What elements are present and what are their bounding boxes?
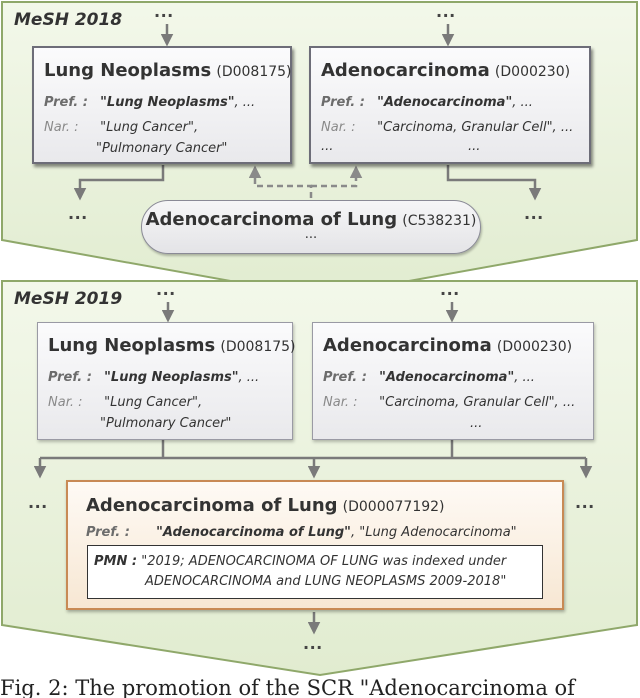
incoming-dots-2019-left: ...	[156, 280, 176, 299]
pref-value-rest: , ...	[512, 95, 533, 110]
outgoing-dots-2019-left: ...	[28, 493, 48, 512]
nar-row: Nar. : "Lung Cancer",	[48, 395, 202, 410]
nar-value-line2: "Pulmonary Cancer"	[100, 416, 232, 431]
descriptor-code: (D008175)	[220, 339, 296, 355]
descriptor-box-adenocarcinoma-2018: Adenocarcinoma (D000230) Pref. : "Adenoc…	[309, 46, 591, 164]
pref-row: Pref. : "Adenocarcinoma", ...	[323, 370, 535, 385]
pref-label: Pref. :	[48, 370, 92, 385]
nar-label: Nar. :	[321, 120, 356, 135]
figure-caption: Fig. 2: The promotion of the SCR "Adenoc…	[0, 676, 575, 698]
nar-row: Nar. : "Carcinoma, Granular Cell", ...	[321, 120, 573, 135]
descriptor-name: Lung Neoplasms	[44, 60, 212, 81]
pref-row: Pref. : "Lung Neoplasms", ...	[44, 95, 255, 110]
nar-row-2: "Pulmonary Cancer"	[100, 416, 231, 431]
nar-dots-left: ...	[321, 139, 334, 154]
descriptor-code: (D008175)	[216, 64, 292, 80]
dashed-link-scr-to-lung-neoplasms	[248, 165, 313, 198]
new-descriptor-pref-row: Pref. : "Adenocarcinoma of Lung", "Lung …	[86, 525, 517, 540]
nar-label: Nar. :	[48, 395, 83, 410]
nar-value-line2: "Pulmonary Cancer"	[96, 141, 228, 156]
pmn-text-line1: "2019; ADENOCARCINOMA OF LUNG was indexe…	[141, 554, 507, 569]
nar-label: Nar. :	[323, 395, 358, 410]
nar-value-line1: "Lung Cancer",	[104, 395, 203, 410]
pref-value-main: "Lung Neoplasms"	[100, 95, 235, 110]
pref-label: Pref. :	[323, 370, 367, 385]
nar-dots-right: ...	[470, 416, 483, 431]
pref-value-main: "Adenocarcinoma"	[379, 370, 515, 385]
descriptor-title: Adenocarcinoma (D000230)	[323, 335, 572, 356]
nar-row-2: "Pulmonary Cancer"	[96, 141, 227, 156]
descriptor-box-lung-neoplasms-2018: Lung Neoplasms (D008175) Pref. : "Lung N…	[32, 46, 292, 164]
arrow-2018-out-left	[73, 165, 165, 201]
nar-dots-row-right: ...	[470, 416, 482, 431]
outgoing-dots-2018-right: ...	[524, 204, 544, 223]
section-title-2019: MeSH 2019	[14, 289, 123, 309]
descriptor-name: Lung Neoplasms	[48, 335, 216, 356]
descriptor-box-lung-neoplasms-2019: Lung Neoplasms (D008175) Pref. : "Lung N…	[37, 322, 296, 440]
scr-dots: ...	[304, 227, 318, 242]
pmn-note-box: PMN : "2019; ADENOCARCINOMA OF LUNG was …	[87, 545, 543, 599]
pref-value-rest: , ...	[238, 370, 260, 385]
scr-title: Adenocarcinoma of Lung (C538231)	[142, 209, 480, 230]
pmn-text-line2: ADENOCARCINOMA and LUNG NEOPLASMS 2009-2…	[145, 574, 507, 589]
pref-value-main: "Adenocarcinoma of Lung"	[156, 525, 351, 540]
nar-dots-right: ...	[468, 139, 481, 154]
section-title-2018: MeSH 2018	[14, 10, 123, 30]
descriptor-title: Adenocarcinoma (D000230)	[321, 60, 570, 81]
nar-row: Nar. : "Lung Cancer",	[44, 120, 198, 135]
pref-value-rest: , ...	[234, 95, 256, 110]
incoming-dots-2019-right: ...	[440, 280, 460, 299]
descriptor-box-adenocarcinoma-2019: Adenocarcinoma (D000230) Pref. : "Adenoc…	[312, 322, 594, 440]
pref-value-main: "Adenocarcinoma"	[377, 95, 513, 110]
nar-row: Nar. : "Carcinoma, Granular Cell", ...	[323, 395, 575, 410]
pref-value-rest: , "Lung Adenocarcinoma"	[350, 525, 517, 540]
new-descriptor-title: Adenocarcinoma of Lung (D000077192)	[86, 495, 445, 516]
pref-label: Pref. :	[321, 95, 365, 110]
pref-label: Pref. :	[44, 95, 88, 110]
arrow-2018-out-right	[446, 165, 542, 201]
dashed-link-scr-to-adenocarcinoma	[311, 165, 363, 188]
nar-value-line1: "Lung Cancer",	[100, 120, 199, 135]
pmn-label: PMN :	[94, 554, 138, 569]
outgoing-dots-2019-right: ...	[575, 493, 595, 512]
nar-dots-row: ...	[321, 139, 333, 154]
pmn-line-2: ADENOCARCINOMA and LUNG NEOPLASMS 2009-2…	[145, 574, 506, 589]
descriptor-code: (D000230)	[494, 64, 571, 80]
scr-pill-adenocarcinoma-of-lung: Adenocarcinoma of Lung (C538231) ...	[141, 200, 481, 254]
nar-value-line1: "Carcinoma, Granular Cell", ...	[377, 120, 574, 135]
new-descriptor-code: (D000077192)	[342, 499, 445, 515]
incoming-dots-2018-right: ...	[436, 2, 456, 21]
descriptor-code: (D000230)	[496, 339, 573, 355]
nar-label: Nar. :	[44, 120, 79, 135]
pref-label: Pref. :	[86, 525, 130, 540]
pref-value-rest: , ...	[514, 370, 535, 385]
scr-code: (C538231)	[402, 213, 477, 229]
incoming-dots-2018-left: ...	[154, 2, 174, 21]
pref-row: Pref. : "Lung Neoplasms", ...	[48, 370, 259, 385]
nar-value-line1: "Carcinoma, Granular Cell", ...	[379, 395, 576, 410]
descriptor-title: Lung Neoplasms (D008175)	[44, 60, 292, 81]
outgoing-dots-2018-left: ...	[68, 204, 88, 223]
new-descriptor-box-adenocarcinoma-of-lung: Adenocarcinoma of Lung (D000077192) Pref…	[66, 480, 564, 610]
descriptor-name: Adenocarcinoma	[321, 60, 490, 81]
descriptor-title: Lung Neoplasms (D008175)	[48, 335, 296, 356]
pref-value-main: "Lung Neoplasms"	[104, 370, 239, 385]
new-descriptor-name: Adenocarcinoma of Lung	[86, 495, 338, 516]
pmn-line-1: PMN : "2019; ADENOCARCINOMA OF LUNG was …	[94, 554, 506, 569]
nar-dots-row-right: ...	[468, 139, 480, 154]
bottom-dots-2019: ...	[303, 634, 323, 653]
descriptor-name: Adenocarcinoma	[323, 335, 492, 356]
scr-name: Adenocarcinoma of Lung	[145, 209, 398, 230]
pref-row: Pref. : "Adenocarcinoma", ...	[321, 95, 533, 110]
